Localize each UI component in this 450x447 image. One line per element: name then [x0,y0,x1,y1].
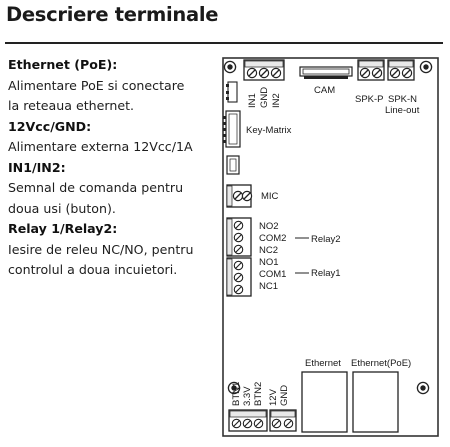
desc-line: Alimentare externa 12Vcc/1A [8,139,193,154]
pcb-outline [222,57,439,437]
terminal-label-in2: IN2 [271,93,282,108]
desc-line: la reteaua ethernet. [8,98,135,113]
mounting-hole [223,60,237,74]
desc-heading-ethernet: Ethernet (PoE): [8,57,118,72]
label-no2: NO2 [259,221,279,232]
desc-line: doua usi (buton). [8,200,116,216]
terminal-label-btn1: BTN1 [231,382,242,406]
label-ethernet-poe: Ethernet(PoE) [351,358,411,369]
terminal-block-mic [226,184,253,208]
terminal-block-btn [228,409,268,432]
label-mic: MIC [261,191,279,202]
desc-heading-relay: Relay 1/Relay2: [8,221,118,236]
cam-connector [299,66,353,79]
terminal-label-btn2: BTN2 [253,382,264,406]
key-matrix-connector [223,110,241,148]
label-spk-p: SPK-P [355,94,384,105]
label-nc1: NC1 [259,281,278,292]
label-com2: COM2 [259,233,286,244]
terminal-descriptions: Ethernet (PoE): Alimentare PoE si conect… [8,55,218,281]
label-key-matrix: Key-Matrix [246,125,292,136]
terminal-label-gnd-power: GND [279,385,290,406]
desc-heading-in1-in2: IN1/IN2: [8,159,66,175]
terminal-label-3v3: 3.3V [242,386,253,406]
pin-header-small [226,81,238,103]
label-com1: COM1 [259,269,286,280]
terminal-label-12v: 12V [268,388,279,406]
label-nc2: NC2 [259,245,278,256]
desc-line: Semnal de comanda pentru [8,180,184,195]
label-relay2: Relay2 [311,234,341,245]
page-title: Descriere terminale [6,3,219,26]
terminal-block-in1-gnd-in2 [243,59,285,81]
title-divider [5,42,443,44]
ethernet-poe-port [352,371,399,433]
mounting-hole [419,60,433,74]
desc-line: controlul a doua incuietori. [8,262,178,277]
desc-line: Iesire de releu NC/NO, pentru [8,241,194,257]
label-cam: CAM [314,85,335,96]
terminal-block-spk-n [387,59,415,81]
terminal-label-in1: IN1 [247,93,258,108]
label-ethernet: Ethernet [305,358,341,369]
desc-heading-12vcc: 12Vcc/GND: [8,118,92,134]
terminal-label-gnd: GND [259,87,270,108]
board-component [226,155,240,175]
desc-line: Alimentare PoE si conectare [8,77,185,93]
terminal-block-relay2 [226,217,252,257]
mounting-hole [416,381,430,395]
label-no1: NO1 [259,257,279,268]
label-line-out: Line-out [385,105,420,116]
label-relay1: Relay1 [311,268,341,279]
terminal-block-spk-p [357,59,385,81]
label-spk-n: SPK-N [388,94,417,105]
ethernet-port [301,371,348,433]
terminal-block-relay1 [226,257,252,297]
terminal-block-power [269,409,297,432]
